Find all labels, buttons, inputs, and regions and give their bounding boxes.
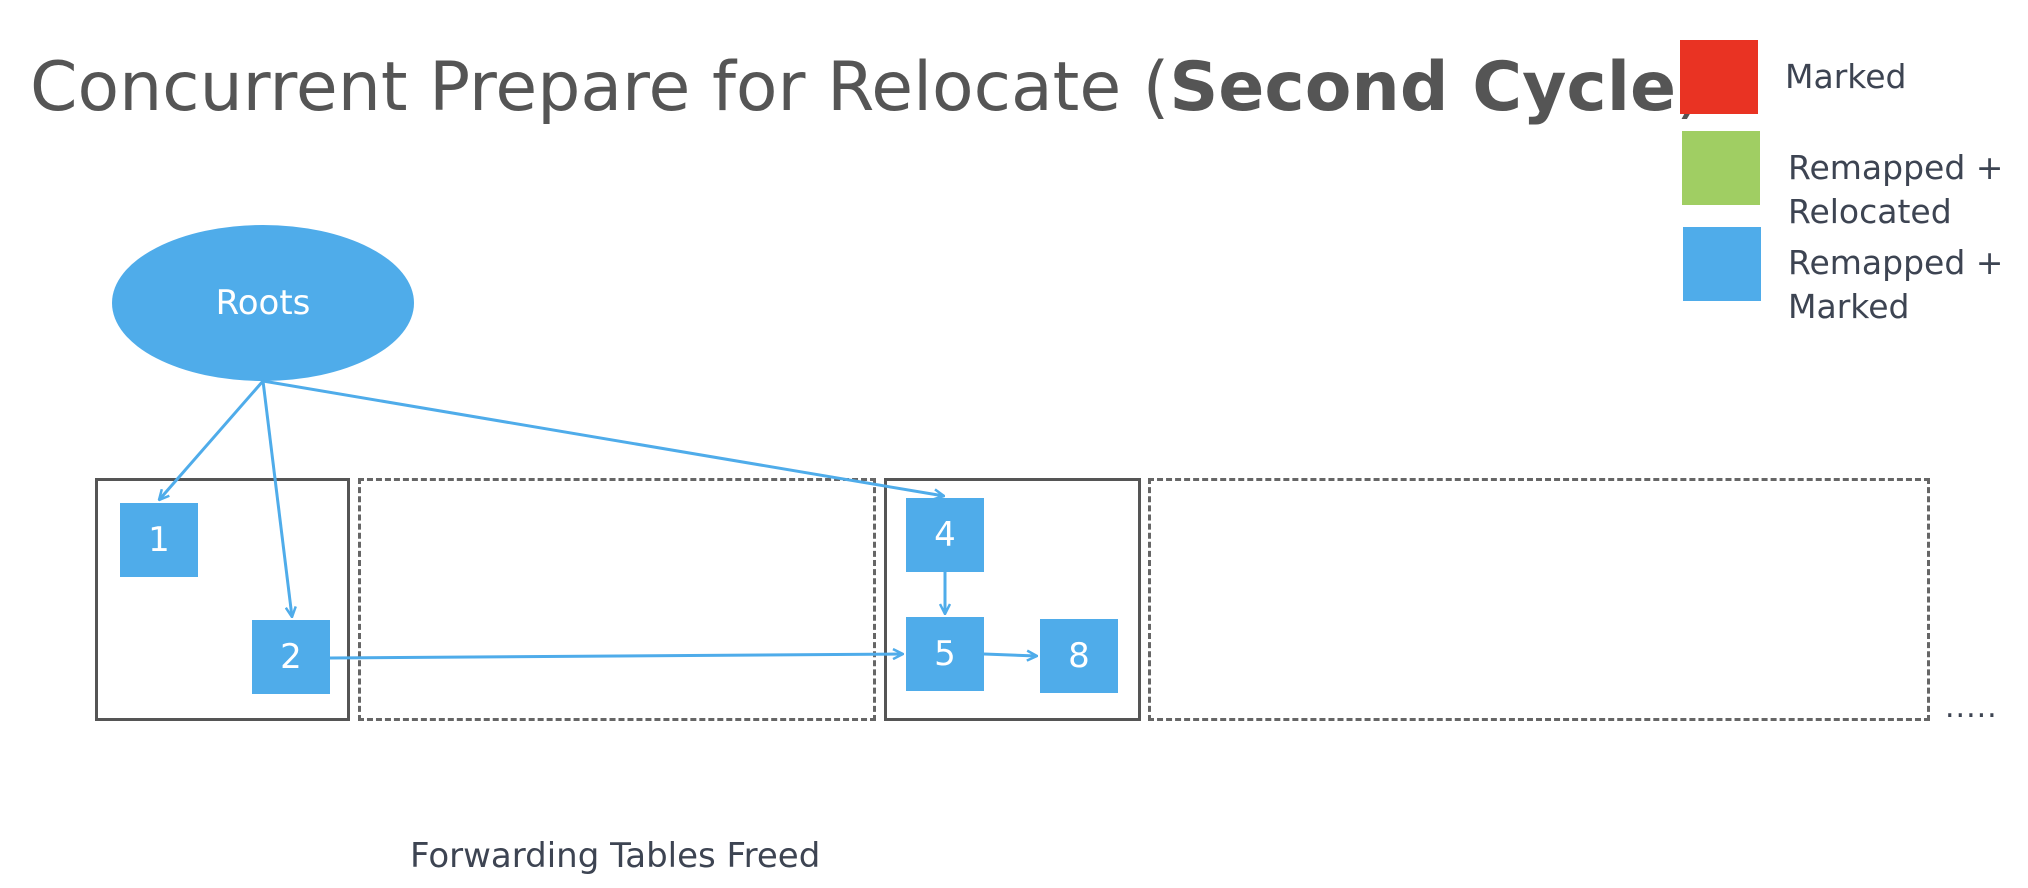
arrow-2-to-5: [329, 654, 903, 658]
legend-label-marked: Marked: [1785, 57, 1907, 96]
object-node-5: 5: [906, 617, 984, 691]
page-box-1: [95, 478, 350, 721]
legend-swatch-remapped-marked: [1683, 227, 1761, 301]
page-box-4-freed: [1148, 478, 1930, 721]
roots-label: Roots: [215, 283, 311, 323]
legend-swatch-remapped-relocated: [1682, 131, 1760, 205]
title-prefix: Concurrent Prepare for Relocate (: [30, 48, 1170, 127]
object-node-8-label: 8: [1068, 636, 1090, 676]
more-pages-ellipsis: .....: [1945, 690, 1998, 725]
object-node-1-label: 1: [148, 520, 170, 560]
object-node-1: 1: [120, 503, 198, 577]
arrow-5-to-8: [983, 654, 1037, 656]
object-node-4: 4: [906, 498, 984, 572]
page-box-3: [884, 478, 1141, 721]
object-node-5-label: 5: [934, 634, 956, 674]
legend-label-remapped-relocated: Remapped + Relocated: [1788, 148, 2004, 231]
title-bold: Second Cycle: [1169, 48, 1677, 127]
caption: Forwarding Tables Freed: [410, 836, 821, 876]
page-box-2-freed: [358, 478, 876, 721]
object-node-8: 8: [1040, 619, 1118, 693]
object-node-2-label: 2: [280, 637, 302, 677]
arrow-roots-to-2: [261, 380, 292, 617]
arrow-roots-to-4: [262, 379, 944, 496]
arrow-roots-to-1: [159, 380, 265, 500]
page-title: Concurrent Prepare for Relocate (Second …: [30, 48, 1703, 127]
legend-label-remapped-marked: Remapped + Marked: [1788, 243, 2004, 326]
object-node-2: 2: [252, 620, 330, 694]
roots-node: Roots: [112, 225, 414, 381]
legend-swatch-marked: [1680, 40, 1758, 114]
object-node-4-label: 4: [934, 515, 956, 555]
